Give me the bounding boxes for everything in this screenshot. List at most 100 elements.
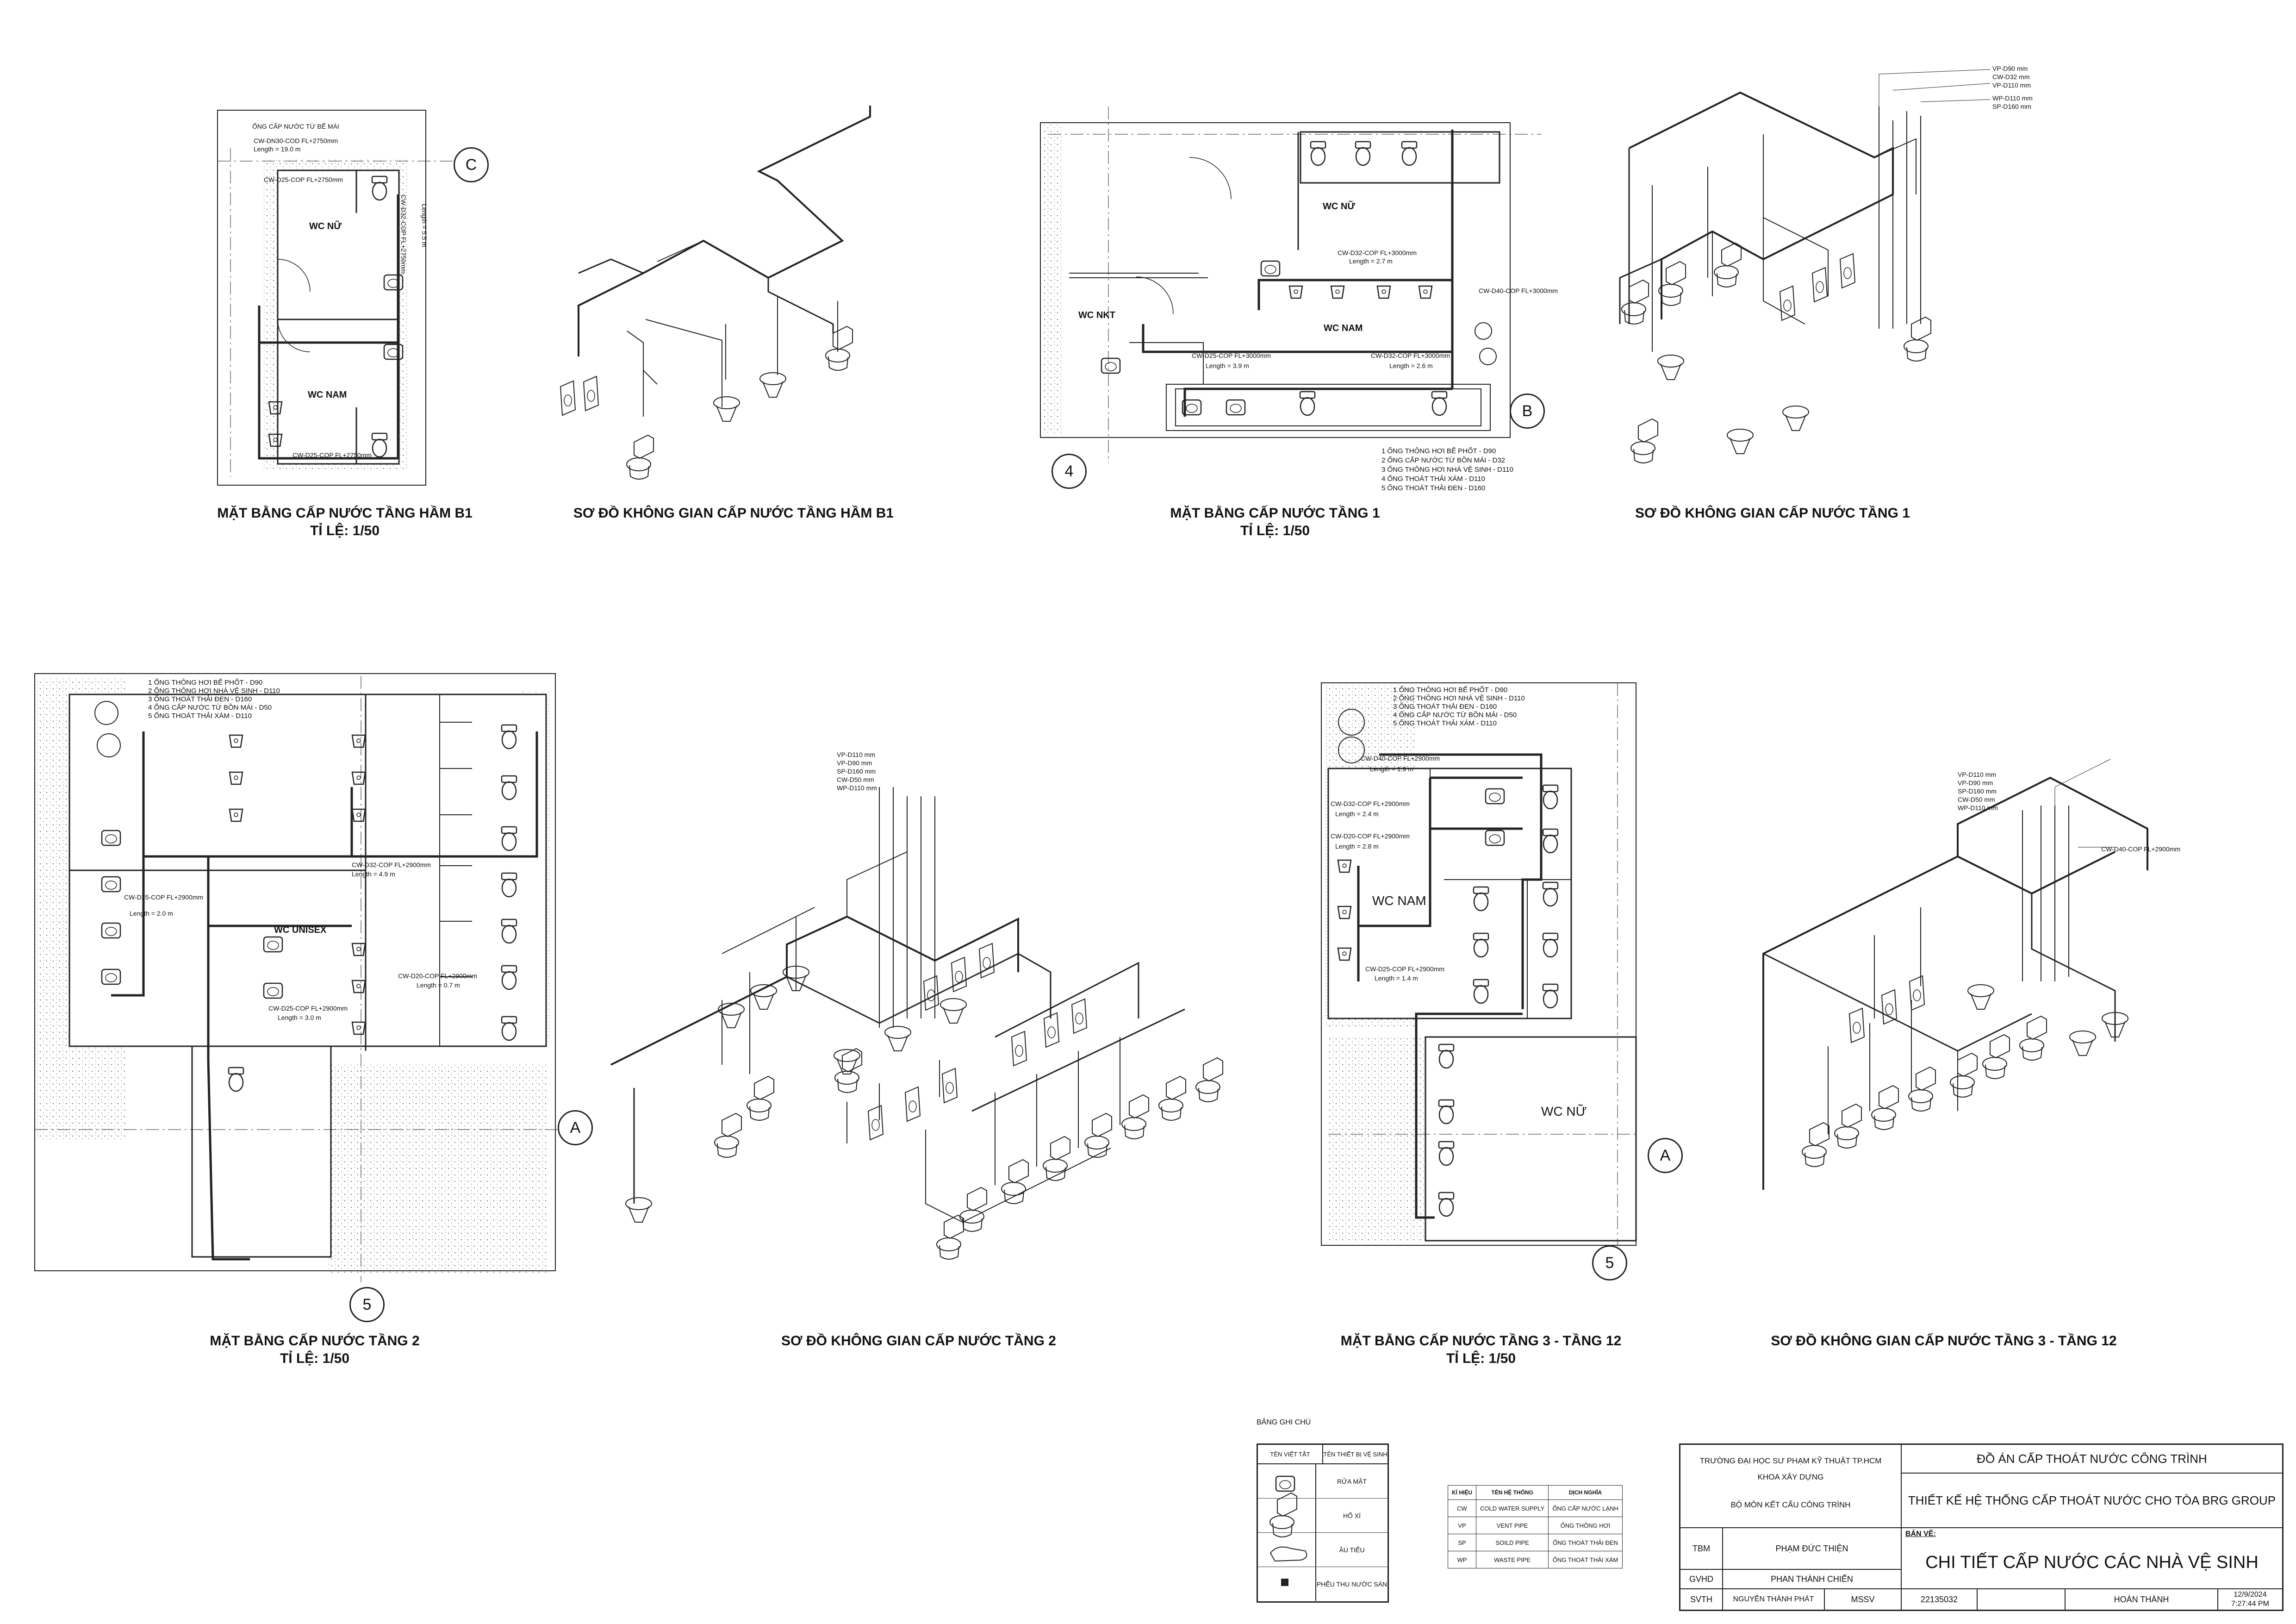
table-row: SP SOILD PIPE ỐNG THOÁT THẢI ĐEN (1447, 1534, 1623, 1551)
toilet-icon (1258, 1499, 1316, 1532)
riser-note: 5 ỐNG THOÁT THẢI XÁM - D110 (1393, 719, 1497, 727)
iso-title-f2: SƠ ĐỒ KHÔNG GIAN CẤP NƯỚC TẦNG 2 (781, 1333, 1056, 1349)
riser-tag: VP-D90 mm (1958, 779, 1993, 787)
legend-col-name: TÊN THIẾT BỊ VỆ SINH (1323, 1450, 1388, 1458)
pipe-label: CW-D40-COP FL+2900mm (2101, 845, 2181, 853)
legend-col-abbr: TÊN VIẾT TẮT (1258, 1445, 1323, 1463)
riser-note: 4 ỐNG CẤP NƯỚC TỪ BỒN MÁI - D50 (1393, 711, 1517, 719)
pipe-label: Length = 2.6 m (1389, 362, 1433, 369)
pipe-label: Length = 4.9 m (352, 870, 395, 878)
pipe-label: Length = 19.0 m (254, 145, 301, 153)
basin-icon (1258, 1464, 1316, 1498)
pipe-label: Length = 1.9 m (1370, 765, 1413, 773)
grid-bubble-f3-5: 5 (1592, 1245, 1627, 1280)
table-cell: ỐNG THOÁT THẢI ĐEN (1548, 1534, 1623, 1551)
pipe-label: CW-D32-COP FL+3000mm (1338, 249, 1417, 256)
riser-tag: CW-D32 mm (1992, 73, 2030, 81)
pipe-label: CW-D25-COP FL+2900mm (124, 893, 204, 901)
table-cell: COLD WATER SUPPLY (1476, 1499, 1549, 1517)
grid-bubble-f2-a: A (558, 1110, 593, 1145)
grid-bubble-f1-4: 4 (1052, 454, 1087, 489)
plan-scale-b1: TỈ LỆ: 1/50 (310, 523, 380, 538)
pipe-label: ỐNG CẤP NƯỚC TỪ BỂ MÁI (252, 123, 339, 130)
pipe-label: Length = 2.7 m (1349, 257, 1393, 265)
table-cell: WASTE PIPE (1476, 1551, 1549, 1568)
plan-scale-f3: TỈ LỆ: 1/50 (1446, 1351, 1516, 1366)
urinal-icon (1258, 1533, 1316, 1567)
plan-title-f2: MẶT BẰNG CẤP NƯỚC TẦNG 2 (210, 1333, 420, 1349)
sheet-title: CHI TIẾT CẤP NƯỚC CÁC NHÀ VỆ SINH (1925, 1552, 2259, 1572)
riser-note: 1 ỐNG THÔNG HƠI BỂ PHỐT - D90 (148, 679, 263, 687)
riser-note: 3 ỐNG THOÁT THẢI ĐEN - D160 (1393, 703, 1497, 711)
pipe-label: Length = 2.4 m (1335, 810, 1379, 818)
pipe-label: CW-D20-COP FL+2900mm (398, 972, 478, 980)
riser-tag: WP-D110 mm (1958, 804, 1998, 812)
riser-tag: SP-D160 mm (1992, 103, 2032, 110)
legend-symbols (1269, 1475, 1307, 1586)
riser-tag: VP-D110 mm (1992, 81, 2031, 89)
table-header: TÊN HỆ THỐNG (1476, 1485, 1549, 1500)
iso-title-f1: SƠ ĐỒ KHÔNG GIAN CẤP NƯỚC TẦNG 1 (1635, 506, 1910, 521)
legend-item: RỬA MẶT (1337, 1477, 1367, 1485)
table-header: KÍ HIỆU (1447, 1485, 1477, 1500)
iso-f3 (1762, 759, 2148, 1190)
riser-tag: VP-D110 mm (837, 751, 875, 758)
pipe-label: CW-D25-COP FL+3000mm (1192, 352, 1271, 359)
plan-title-b1: MẶT BẰNG CẤP NƯỚC TẦNG HẦM B1 (217, 506, 473, 521)
project-name: ĐỒ ÁN CẤP THOÁT NƯỚC CÔNG TRÌNH (1977, 1451, 2207, 1466)
time: 7:27:44 PM (2231, 1600, 2269, 1608)
riser-note: 1 ỐNG THÔNG HƠI BỂ PHỐT - D90 (1393, 686, 1508, 694)
table-cell: WP (1447, 1551, 1477, 1568)
room-b1-female: WC NỮ (309, 221, 342, 231)
legend-title: BẢNG GHI CHÚ (1257, 1418, 1311, 1426)
iso-title-b1: SƠ ĐỒ KHÔNG GIAN CẤP NƯỚC TẦNG HẦM B1 (573, 506, 894, 521)
tbm-label: TBM (1692, 1543, 1710, 1553)
pipe-label: CW-D40-COP FL+2900mm (1361, 755, 1440, 762)
table-row: VP VENT PIPE ỐNG THÔNG HƠI (1447, 1517, 1623, 1534)
pipe-label: CW-D32-COP FL+2750mm (400, 194, 407, 274)
pipe-label: CW-D25-COP FL+2750mm (292, 451, 372, 459)
table-cell: ỐNG CẤP NƯỚC LẠNH (1548, 1499, 1623, 1517)
riser-tag: VP-D90 mm (1992, 65, 2028, 72)
grid-bubble-f3-a: A (1648, 1138, 1683, 1173)
gvhd-name: PHAN THÀNH CHIẾN (1771, 1574, 1853, 1584)
table-header: DỊCH NGHĨA (1548, 1485, 1623, 1500)
table-cell: ỐNG THÔNG HƠI (1548, 1517, 1623, 1534)
room-f1-female: WC NỮ (1323, 201, 1355, 212)
table-cell: VP (1447, 1517, 1477, 1534)
table-cell: SP (1447, 1534, 1477, 1551)
table-row: CW COLD WATER SUPPLY ỐNG CẤP NƯỚC LẠNH (1447, 1499, 1623, 1517)
legend-item: PHỄU THU NƯỚC SÀN (1316, 1580, 1388, 1588)
plan-title-f3: MẶT BẰNG CẤP NƯỚC TẦNG 3 - TẦNG 12 (1340, 1333, 1622, 1349)
iso-f1 (1619, 69, 1991, 464)
legend-item: HỐ XÍ (1343, 1512, 1361, 1519)
pipe-system-table: KÍ HIỆU TÊN HỆ THỐNG DỊCH NGHĨA CW COLD … (1447, 1485, 1623, 1568)
riser-note: 2 ỐNG THÔNG HƠI NHÀ VỆ SINH - D110 (148, 687, 280, 695)
room-f3-male: WC NAM (1372, 893, 1426, 908)
plan-scale-f1: TỈ LỆ: 1/50 (1240, 523, 1310, 538)
legend-table: TÊN VIẾT TẮT TÊN THIẾT BỊ VỆ SINH RỬA MẶ… (1257, 1443, 1389, 1603)
pipe-label: Length = 3.9 m (1206, 362, 1249, 369)
riser-tag: SP-D160 mm (1958, 787, 1997, 795)
riser-note: 3 ỐNG THÔNG HƠI NHÀ VỆ SINH - D110 (1381, 466, 1513, 474)
grid-bubble-b1-c: C (454, 147, 489, 182)
pipe-label: Length = 1.4 m (1375, 974, 1418, 982)
grid-bubble-f1-b: B (1510, 394, 1545, 429)
riser-note: 5 ỐNG THOÁT THẢI XÁM - D110 (148, 712, 252, 720)
project-subject: THIẾT KẾ HỆ THỐNG CẤP THOÁT NƯỚC CHO TÒA… (1908, 1493, 2276, 1507)
iso-f2 (610, 787, 1224, 1260)
riser-note: 4 ỐNG CẤP NƯỚC TỪ BỒN MÁI - D50 (148, 704, 272, 712)
riser-tag: CW-D50 mm (1958, 796, 1995, 803)
pipe-label: CW-D25-COP FL+2750mm (264, 176, 343, 183)
sheet-label: BẢN VẼ: (1905, 1530, 1936, 1538)
table-row: WP WASTE PIPE ỐNG THOÁT THẢI XÁM (1447, 1551, 1623, 1568)
title-block: TRƯỜNG ĐẠI HỌC SƯ PHẠM KỸ THUẬT TP.HCM K… (1679, 1443, 2284, 1611)
table-cell: ỐNG THOÁT THẢI XÁM (1548, 1551, 1623, 1568)
pipe-label: Length = 2.0 m (130, 910, 173, 917)
riser-tag: VP-D110 mm (1958, 771, 1996, 778)
pipe-label: CW-D32-COP FL+2900mm (352, 861, 431, 868)
svth-name: NGUYỄN THÀNH PHÁT (1733, 1595, 1814, 1603)
table-cell: CW (1447, 1499, 1477, 1517)
plan-b1 (217, 110, 454, 486)
svth-label: SVTH (1690, 1594, 1712, 1604)
